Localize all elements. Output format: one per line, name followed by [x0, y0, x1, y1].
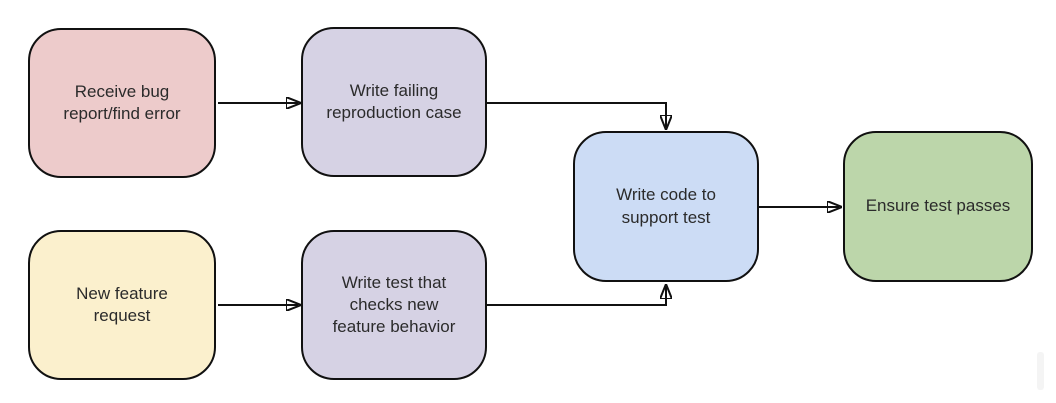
node-write-failing-reproduction: Write failing reproduction case: [301, 27, 487, 177]
node-new-feature-request-label: New feature request: [76, 283, 168, 325]
node-write-code-support-test: Write code to support test: [573, 131, 759, 282]
node-new-feature-request: New feature request: [28, 230, 216, 380]
node-write-test-checks-behavior: Write test that checks new feature behav…: [301, 230, 487, 380]
node-ensure-test-passes-label: Ensure test passes: [865, 196, 1011, 216]
node-write-failing-reproduction-label: Write failing reproduction case: [326, 80, 462, 122]
node-receive-bug-report-label: Receive bug report/find error: [63, 81, 181, 123]
edge-test-to-code: [487, 287, 666, 306]
node-write-test-checks-behavior-label: Write test that checks new feature behav…: [332, 272, 456, 337]
edge-repro-to-code: [487, 102, 666, 127]
node-write-code-support-test-label: Write code to support test: [616, 185, 716, 227]
node-ensure-test-passes: Ensure test passes: [843, 131, 1033, 282]
node-receive-bug-report: Receive bug report/find error: [28, 28, 216, 178]
scrollbar-thumb[interactable]: [1037, 352, 1044, 390]
